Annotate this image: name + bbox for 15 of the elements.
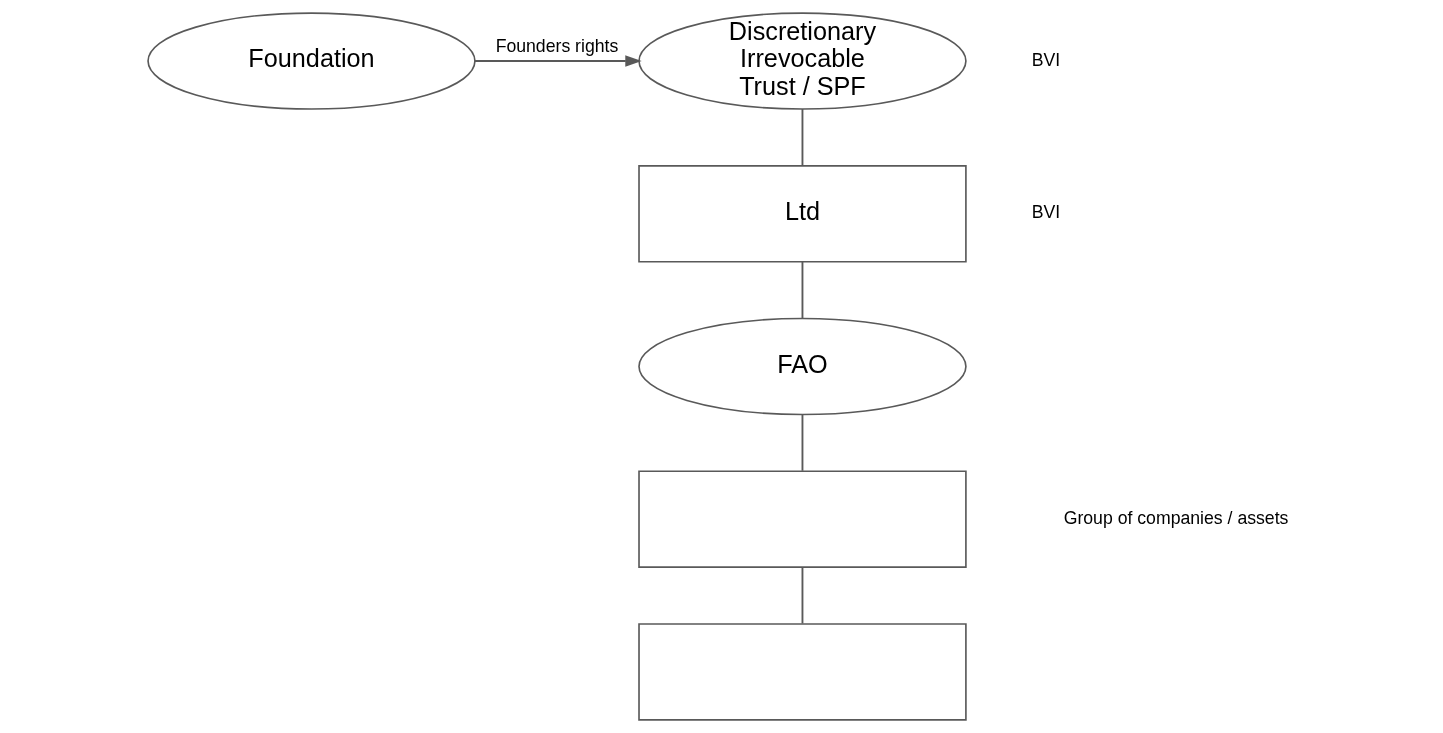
- node-box: [637, 623, 967, 721]
- node-ellipse: FAO: [637, 317, 967, 416]
- node-box: Ltd: [637, 165, 967, 263]
- edge-label: Founders rights: [495, 36, 618, 57]
- node-box: [637, 470, 967, 568]
- connector: [801, 260, 803, 319]
- node-label: BVI: [1031, 202, 1060, 223]
- node-ellipse: Foundation: [146, 12, 476, 110]
- connector: [801, 413, 803, 472]
- node-label: BVI: [1031, 49, 1060, 70]
- label: Group of companies / assets: [1063, 507, 1288, 528]
- connector: [801, 108, 803, 167]
- node-ellipse: Discretionary Irrevocable Trust / SPF: [637, 12, 967, 110]
- arrow: [473, 55, 642, 67]
- connector: [801, 566, 803, 625]
